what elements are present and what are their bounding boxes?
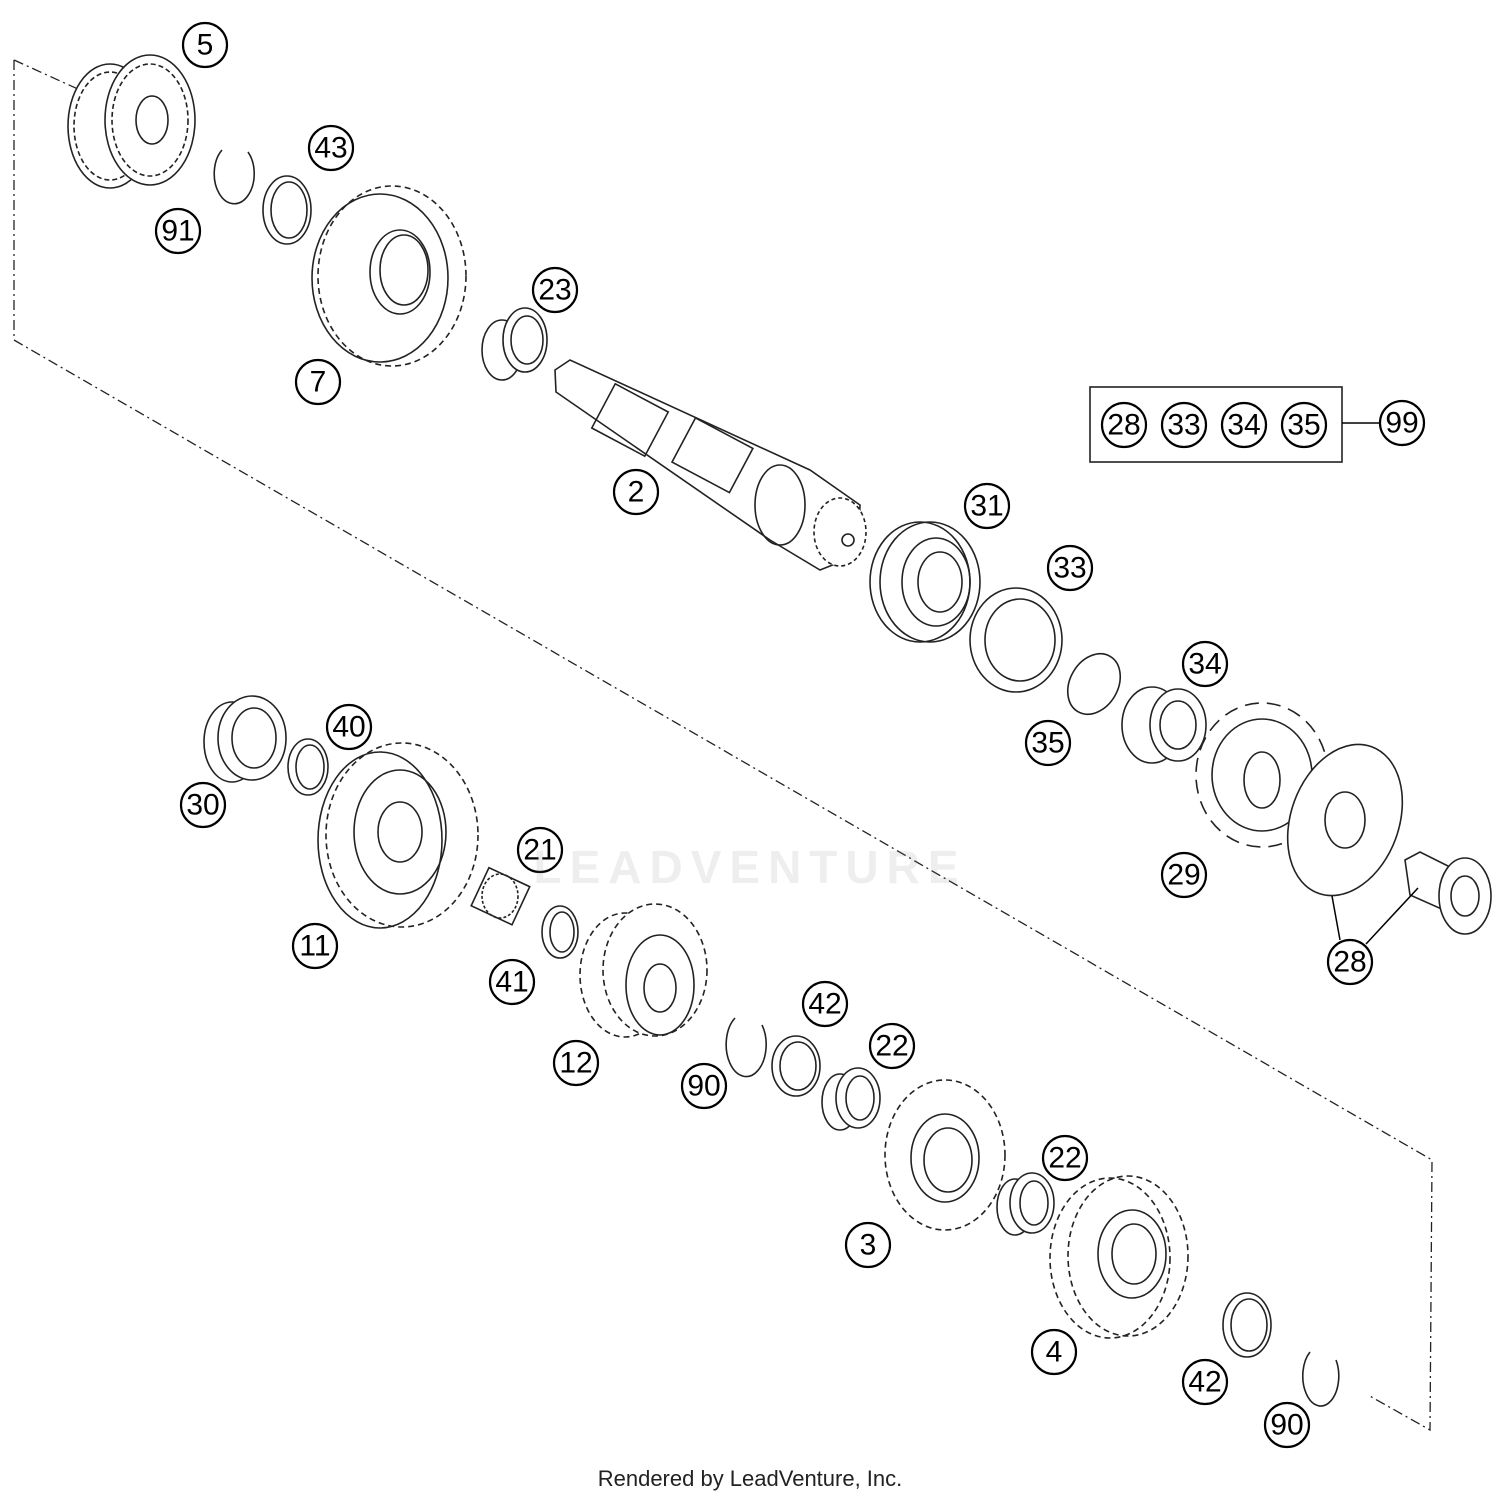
svg-text:90: 90 — [687, 1070, 720, 1103]
kit-member-callout: 28 — [1100, 401, 1148, 449]
svg-text:30: 30 — [186, 789, 219, 822]
washer-part-42-lower — [1222, 1292, 1272, 1358]
bushing-part-22-upper — [821, 1067, 881, 1131]
svg-text:42: 42 — [1188, 1366, 1221, 1399]
washer-part-41 — [541, 905, 579, 959]
svg-text:2: 2 — [628, 476, 645, 509]
svg-text:91: 91 — [161, 215, 194, 248]
svg-text:22: 22 — [875, 1030, 908, 1063]
svg-text:5: 5 — [197, 29, 214, 62]
callout-11: 11 — [291, 922, 339, 970]
callout-90-lower: 90 — [1263, 1401, 1311, 1449]
svg-text:28: 28 — [1333, 946, 1366, 979]
watermark: LEADVENTURE — [533, 841, 967, 893]
svg-text:28: 28 — [1107, 409, 1140, 442]
bearing-part-31 — [869, 521, 981, 643]
svg-text:3: 3 — [860, 1229, 877, 1262]
shaft-part-2 — [554, 359, 867, 571]
leader-28-to-bolt — [1365, 887, 1419, 945]
svg-text:90: 90 — [1270, 1409, 1303, 1442]
gear-part-4 — [1049, 1175, 1189, 1339]
callout-23: 23 — [531, 266, 579, 314]
svg-text:33: 33 — [1053, 552, 1086, 585]
gear-part-5 — [67, 54, 196, 189]
credit-text: Rendered by LeadVenture, Inc. — [597, 1466, 903, 1491]
svg-text:40: 40 — [332, 711, 365, 744]
washer-bolt-part-28 — [1286, 743, 1492, 935]
svg-text:43: 43 — [314, 132, 347, 165]
circlip-part-90-lower — [1301, 1351, 1340, 1407]
svg-text:35: 35 — [1031, 727, 1064, 760]
gear-part-3 — [884, 1079, 1006, 1231]
callout-28: 28 — [1326, 938, 1374, 986]
circlip-part-90-upper — [725, 1017, 767, 1078]
callout-42-lower: 42 — [1181, 1358, 1229, 1406]
svg-text:11: 11 — [299, 930, 330, 963]
svg-text:34: 34 — [1227, 409, 1260, 442]
kit-box: 28 33 34 35 99 — [1089, 386, 1426, 463]
svg-text:99: 99 — [1385, 407, 1418, 440]
callout-91: 91 — [154, 207, 202, 255]
svg-text:31: 31 — [970, 490, 1003, 523]
callout-34: 34 — [1181, 640, 1229, 688]
callout-29: 29 — [1160, 851, 1208, 899]
callout-7: 7 — [294, 358, 342, 406]
kit-member-callout: 34 — [1220, 401, 1268, 449]
bearing-part-30 — [203, 695, 287, 783]
kit-member-callout: 35 — [1280, 401, 1328, 449]
gear-part-7 — [311, 185, 467, 367]
washer-part-42-upper — [771, 1035, 821, 1097]
callout-33: 33 — [1046, 544, 1094, 592]
kit-callout: 99 — [1378, 399, 1426, 447]
callout-43: 43 — [307, 124, 355, 172]
svg-text:42: 42 — [808, 988, 841, 1021]
gear-part-11 — [317, 742, 479, 929]
svg-text:12: 12 — [559, 1047, 592, 1080]
callout-4: 4 — [1030, 1328, 1078, 1376]
callout-22-lower: 22 — [1041, 1134, 1089, 1182]
washer-part-40 — [287, 738, 329, 796]
callout-35: 35 — [1024, 719, 1072, 767]
callout-42-upper: 42 — [801, 980, 849, 1028]
callout-40: 40 — [325, 703, 373, 751]
svg-text:7: 7 — [310, 366, 327, 399]
svg-text:21: 21 — [523, 834, 556, 867]
svg-text:22: 22 — [1048, 1142, 1081, 1175]
washer-part-43 — [262, 175, 312, 245]
seal-part-33 — [969, 587, 1063, 693]
callout-21: 21 — [516, 826, 564, 874]
gear-part-12 — [579, 903, 708, 1038]
callout-2: 2 — [612, 468, 660, 516]
svg-text:33: 33 — [1167, 409, 1200, 442]
boundary-top-edge — [13, 59, 81, 91]
circlip-part-91 — [213, 149, 255, 205]
callout-90-upper: 90 — [680, 1062, 728, 1110]
callout-12: 12 — [552, 1039, 600, 1087]
callout-3: 3 — [844, 1221, 892, 1269]
callout-30: 30 — [179, 781, 227, 829]
svg-text:29: 29 — [1167, 859, 1200, 892]
callout-31: 31 — [963, 482, 1011, 530]
assembly-boundary — [13, 60, 1433, 1432]
callout-5: 5 — [181, 21, 229, 69]
callout-22-upper: 22 — [868, 1022, 916, 1070]
spacer-part-34 — [1121, 686, 1207, 764]
callout-41: 41 — [488, 958, 536, 1006]
svg-text:35: 35 — [1287, 409, 1320, 442]
needle-bearing-part-21 — [470, 866, 531, 926]
leader-28-to-washer — [1331, 895, 1341, 941]
svg-text:41: 41 — [495, 966, 528, 999]
bushing-part-23 — [481, 307, 548, 381]
svg-text:23: 23 — [538, 274, 571, 307]
bushing-part-22-lower — [996, 1172, 1055, 1236]
svg-text:34: 34 — [1188, 648, 1221, 681]
kit-member-callout: 33 — [1160, 401, 1208, 449]
o-ring-part-35 — [1066, 653, 1122, 715]
part-callouts: 5 43 91 7 23 2 31 33 35 34 29 28 30 40 1… — [154, 21, 1374, 1449]
svg-text:4: 4 — [1046, 1336, 1063, 1369]
